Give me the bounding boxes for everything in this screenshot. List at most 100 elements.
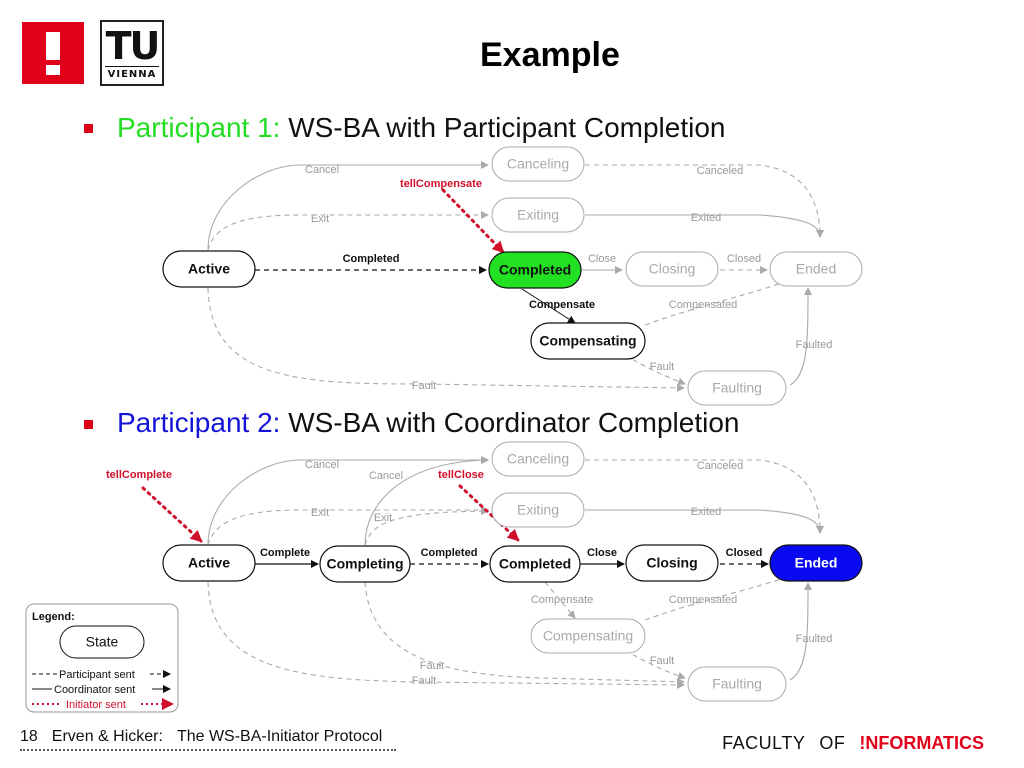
state-completed-label: Completed (499, 262, 571, 278)
state2-completed (489, 545, 581, 583)
label-exit: Exit (311, 213, 329, 225)
label-completed: Completed (343, 253, 400, 265)
initiator2-complete-arrow (141, 486, 203, 543)
initiator-arrow (441, 188, 505, 254)
state2-active-label: Active (188, 555, 230, 571)
label-fault-c: Fault (650, 361, 674, 373)
state2-ended-label: Ended (795, 555, 838, 571)
legend-title: Legend: (32, 611, 75, 623)
edge2-fault-completing (364, 581, 685, 686)
legend-state: State (86, 634, 119, 650)
label-canceled: Canceled (697, 165, 743, 177)
edge-compensate (521, 288, 576, 324)
label2-closed: Closed (726, 547, 763, 559)
state-active-label: Active (188, 261, 230, 277)
state-canceling (491, 146, 585, 182)
label-exited: Exited (691, 212, 722, 224)
label-close: Close (588, 253, 616, 265)
state-faulting-label: Faulting (712, 380, 762, 396)
edge2-exit (207, 506, 489, 546)
edge2-cancel-completing (364, 456, 489, 546)
edge2-exit-completing (364, 507, 489, 546)
label-closed: Closed (727, 253, 761, 265)
label2-fault-c: Fault (650, 655, 674, 667)
of-word: OF (819, 733, 846, 753)
label2-fault: Fault (412, 675, 436, 687)
state2-active (162, 544, 256, 582)
tu-vienna-logo: TU VIENNA (100, 20, 164, 86)
participant1-text: WS-BA with Participant Completion (288, 112, 726, 143)
edge2-faulted (789, 582, 812, 681)
state-compensating (530, 322, 646, 360)
state2-canceling-label: Canceling (507, 451, 569, 467)
edge-fault (207, 287, 685, 392)
edge-compensated (644, 278, 791, 326)
label-fault: Fault (412, 380, 436, 392)
state2-compensating (530, 618, 646, 654)
edge2-compensate (544, 581, 576, 619)
label2-close: Close (587, 547, 617, 559)
edge-fault-c (624, 354, 686, 386)
edge-canceled (585, 164, 824, 238)
legend-initiator: Initiator sent (66, 699, 126, 711)
state-exiting-label: Exiting (517, 207, 559, 223)
state-ended (769, 251, 863, 287)
diagram-2: Cancel Cancel Exit Exit Canceled Exited … (106, 441, 863, 702)
label-compensated: Compensated (669, 299, 738, 311)
state-completed (488, 251, 582, 289)
state-active (162, 250, 256, 288)
edge2-fault (207, 581, 685, 689)
label-cancel: Cancel (305, 164, 339, 176)
state2-faulting-label: Faulting (712, 676, 762, 692)
page-number: 18 (20, 728, 38, 745)
initiator2-close-arrow (458, 484, 520, 542)
state2-exiting-label: Exiting (517, 502, 559, 518)
state2-completed-label: Completed (499, 556, 571, 572)
participant1-heading: Participant 1: WS-BA with Participant Co… (117, 112, 725, 144)
label2-canceled: Canceled (697, 460, 743, 472)
state2-compensating-label: Compensating (543, 628, 633, 644)
state2-closing (625, 544, 719, 582)
legend-coordinator: Coordinator sent (54, 684, 135, 696)
initiator-label: tellCompensate (400, 178, 482, 190)
label2-cancel: Cancel (305, 459, 339, 471)
edge-cancel (207, 161, 489, 251)
label2-exited: Exited (691, 506, 722, 518)
label-faulted: Faulted (796, 339, 833, 351)
label-compensate: Compensate (529, 299, 595, 311)
state2-exiting (491, 492, 585, 528)
edge2-fault-c (624, 649, 686, 680)
label2-complete: Complete (260, 547, 310, 559)
edge-exit (207, 211, 489, 251)
state-closing-label: Closing (649, 261, 696, 277)
edge2-exited (585, 509, 824, 534)
label2-faulted: Faulted (796, 633, 833, 645)
slide-title: Example (480, 36, 620, 74)
participant2-heading: Participant 2: WS-BA with Coordinator Co… (117, 407, 740, 439)
tu-logo-text: TU (105, 24, 161, 68)
label2-exit2: Exit (374, 512, 392, 524)
state2-closing-label: Closing (646, 555, 697, 571)
bullet-icon (84, 124, 93, 133)
participant1-prefix: Participant 1: (117, 112, 281, 143)
label2-cancel2: Cancel (369, 470, 403, 482)
state-ended-label: Ended (796, 261, 836, 277)
edge2-cancel (207, 456, 489, 546)
footer-authors: Erven & Hicker: (51, 728, 163, 745)
state2-completing (319, 545, 411, 583)
participant2-prefix: Participant 2: (117, 407, 281, 438)
footer-topic: The WS-BA-Initiator Protocol (176, 728, 383, 745)
edge-faulted (789, 287, 812, 386)
label2-fault-a: Fault (420, 660, 444, 672)
label2-compensate: Compensate (531, 594, 593, 606)
state-compensating-label: Compensating (539, 333, 636, 349)
label2-exit: Exit (311, 507, 329, 519)
legend: Legend: State Participant sent Coordinat… (25, 603, 179, 713)
state-closing (625, 251, 719, 287)
state2-canceling (491, 441, 585, 477)
initiator2-close-label: tellClose (438, 469, 484, 481)
state-faulting (687, 370, 787, 406)
state2-completing-label: Completing (327, 556, 404, 572)
